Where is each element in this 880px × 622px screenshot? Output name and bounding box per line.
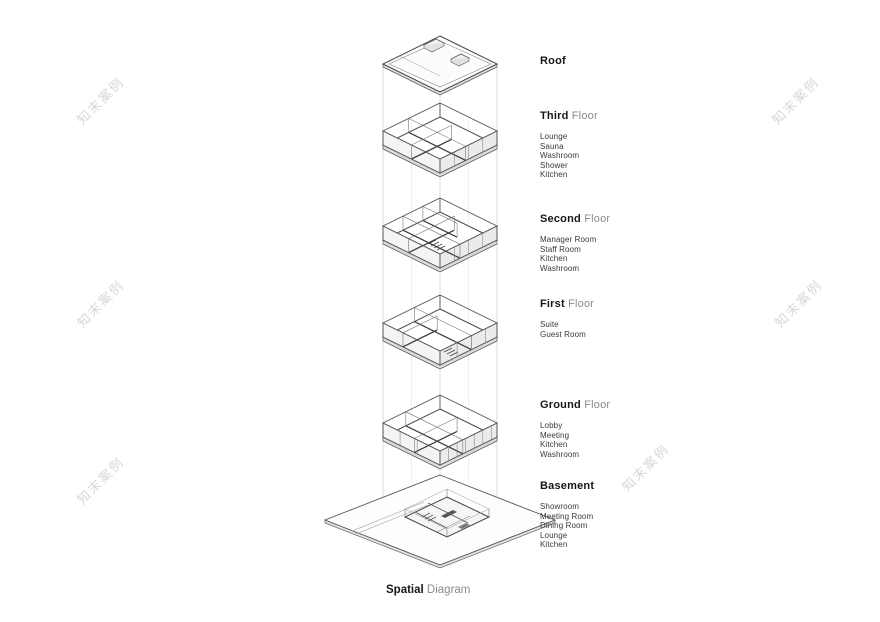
floor-label-bold: Roof <box>540 55 566 67</box>
floor-label-bold: Third <box>540 110 569 122</box>
floor-label-bold: Second <box>540 213 581 225</box>
floor-label-basement: Basement <box>540 480 594 492</box>
floor-label-third: Third Floor <box>540 110 598 122</box>
third-floor-drawing <box>381 102 499 178</box>
legend-first-floor: First Floor Suite Guest Room <box>540 298 594 339</box>
legend-basement: Basement Showroom Meeting Room Dining Ro… <box>540 480 594 550</box>
diagram-title: Spatial Diagram <box>386 584 470 596</box>
floor-label-ground: Ground Floor <box>540 399 610 411</box>
second-floor-drawing <box>381 197 499 273</box>
room-list-ground: Lobby Meeting Kitchen Washroom <box>540 421 580 459</box>
floor-label-light: Floor <box>584 213 611 225</box>
ground-floor-drawing <box>381 394 499 470</box>
legend-ground-floor: Ground Floor Lobby Meeting Kitchen Washr… <box>540 399 610 459</box>
floor-label-light: Floor <box>571 110 598 122</box>
diagram-title-light: Diagram <box>426 584 471 596</box>
first-floor-drawing <box>381 294 499 370</box>
diagram-title-bold: Spatial <box>386 584 424 596</box>
room-list-third: Lounge Sauna Washroom Shower Kitchen <box>540 132 580 179</box>
floor-label-bold: Ground <box>540 399 581 411</box>
legend-roof: Roof <box>540 55 566 67</box>
legend-second-floor: Second Floor Manager Room Staff Room Kit… <box>540 213 610 273</box>
basement-site-plan-drawing <box>323 474 557 569</box>
floor-label-first: First Floor <box>540 298 594 310</box>
floor-label-second: Second Floor <box>540 213 610 225</box>
legend-third-floor: Third Floor Lounge Sauna Washroom Shower… <box>540 110 598 180</box>
room-list-basement: Showroom Meeting Room Dining Room Lounge… <box>540 502 594 549</box>
room-list-first: Suite Guest Room <box>540 320 586 339</box>
roof-drawing <box>381 35 499 96</box>
room-list-second: Manager Room Staff Room Kitchen Washroom <box>540 235 597 273</box>
floor-label-bold: First <box>540 298 565 310</box>
floor-label-bold: Basement <box>540 480 595 492</box>
floor-label-light: Floor <box>568 298 595 310</box>
floor-label-roof: Roof <box>540 55 566 67</box>
floor-label-light: Floor <box>584 399 611 411</box>
